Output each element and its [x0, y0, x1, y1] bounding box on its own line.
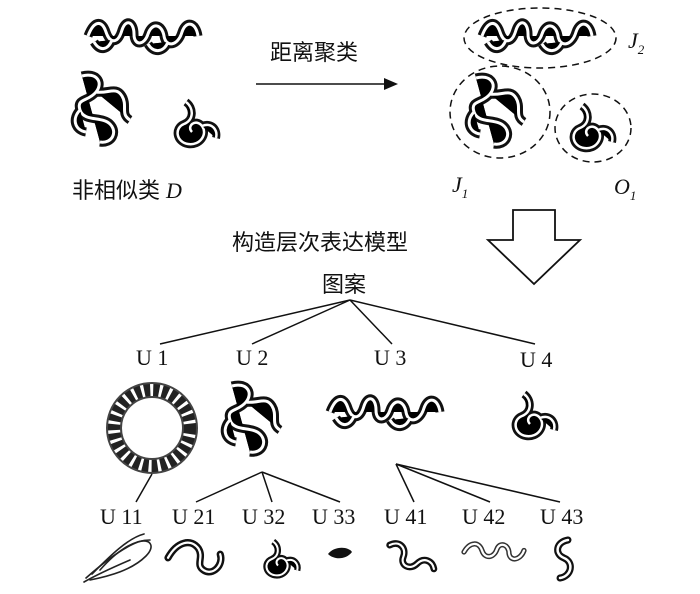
- node-u41-motif: [386, 540, 438, 573]
- node-u32-label: U 32: [242, 504, 285, 529]
- node-u4-motif: [516, 394, 555, 436]
- node-u2-motif: [225, 385, 280, 452]
- node-u43-label: U 43: [540, 504, 583, 529]
- node-u32-motif: [266, 542, 297, 576]
- node-u11-motif-leaf: [83, 533, 152, 583]
- node-u42-label: U 42: [462, 504, 505, 529]
- node-u33-motif: [328, 547, 352, 559]
- node-u43-motif: [554, 536, 574, 582]
- node-u1-motif-wreath: [106, 382, 198, 474]
- source-motif-curl: [178, 102, 217, 144]
- node-u3-label: U 3: [374, 345, 406, 370]
- node-u3-motif: [330, 399, 440, 427]
- source-motif-chain: [88, 23, 198, 51]
- cluster-j1-outline: [449, 65, 551, 159]
- node-u41-label: U 41: [384, 504, 427, 529]
- cluster-j1-label: J1: [452, 172, 468, 201]
- cluster-o1-label: O1: [614, 174, 636, 203]
- node-u21-label: U 21: [172, 504, 215, 529]
- clustering-label: 距离聚类: [270, 41, 358, 66]
- node-u11-label: U 11: [100, 504, 143, 529]
- node-u33-label: U 33: [312, 504, 355, 529]
- node-u42-motif: [461, 541, 527, 562]
- cluster-o1-motif: [574, 106, 613, 148]
- cluster-j1-motif: [469, 77, 524, 144]
- cluster-j2-motif: [482, 23, 592, 51]
- node-u1-label: U 1: [136, 345, 168, 370]
- cluster-j2-outline: [463, 7, 617, 69]
- build-model-label: 构造层次表达模型: [232, 231, 408, 256]
- node-u2-label: U 2: [236, 345, 268, 370]
- node-u21-motif: [164, 539, 225, 576]
- tree-links-level2: [135, 463, 561, 503]
- cluster-o1-outline: [554, 93, 632, 163]
- root-node-label: 图案: [322, 273, 366, 298]
- node-u4-label: U 4: [520, 347, 552, 372]
- down-hollow-arrow: [485, 209, 583, 286]
- cluster-j2-label: J2: [628, 28, 645, 57]
- source-motif-swirl: [75, 75, 130, 142]
- clustering-arrow: [256, 78, 398, 90]
- tree-links-level1: [159, 299, 536, 345]
